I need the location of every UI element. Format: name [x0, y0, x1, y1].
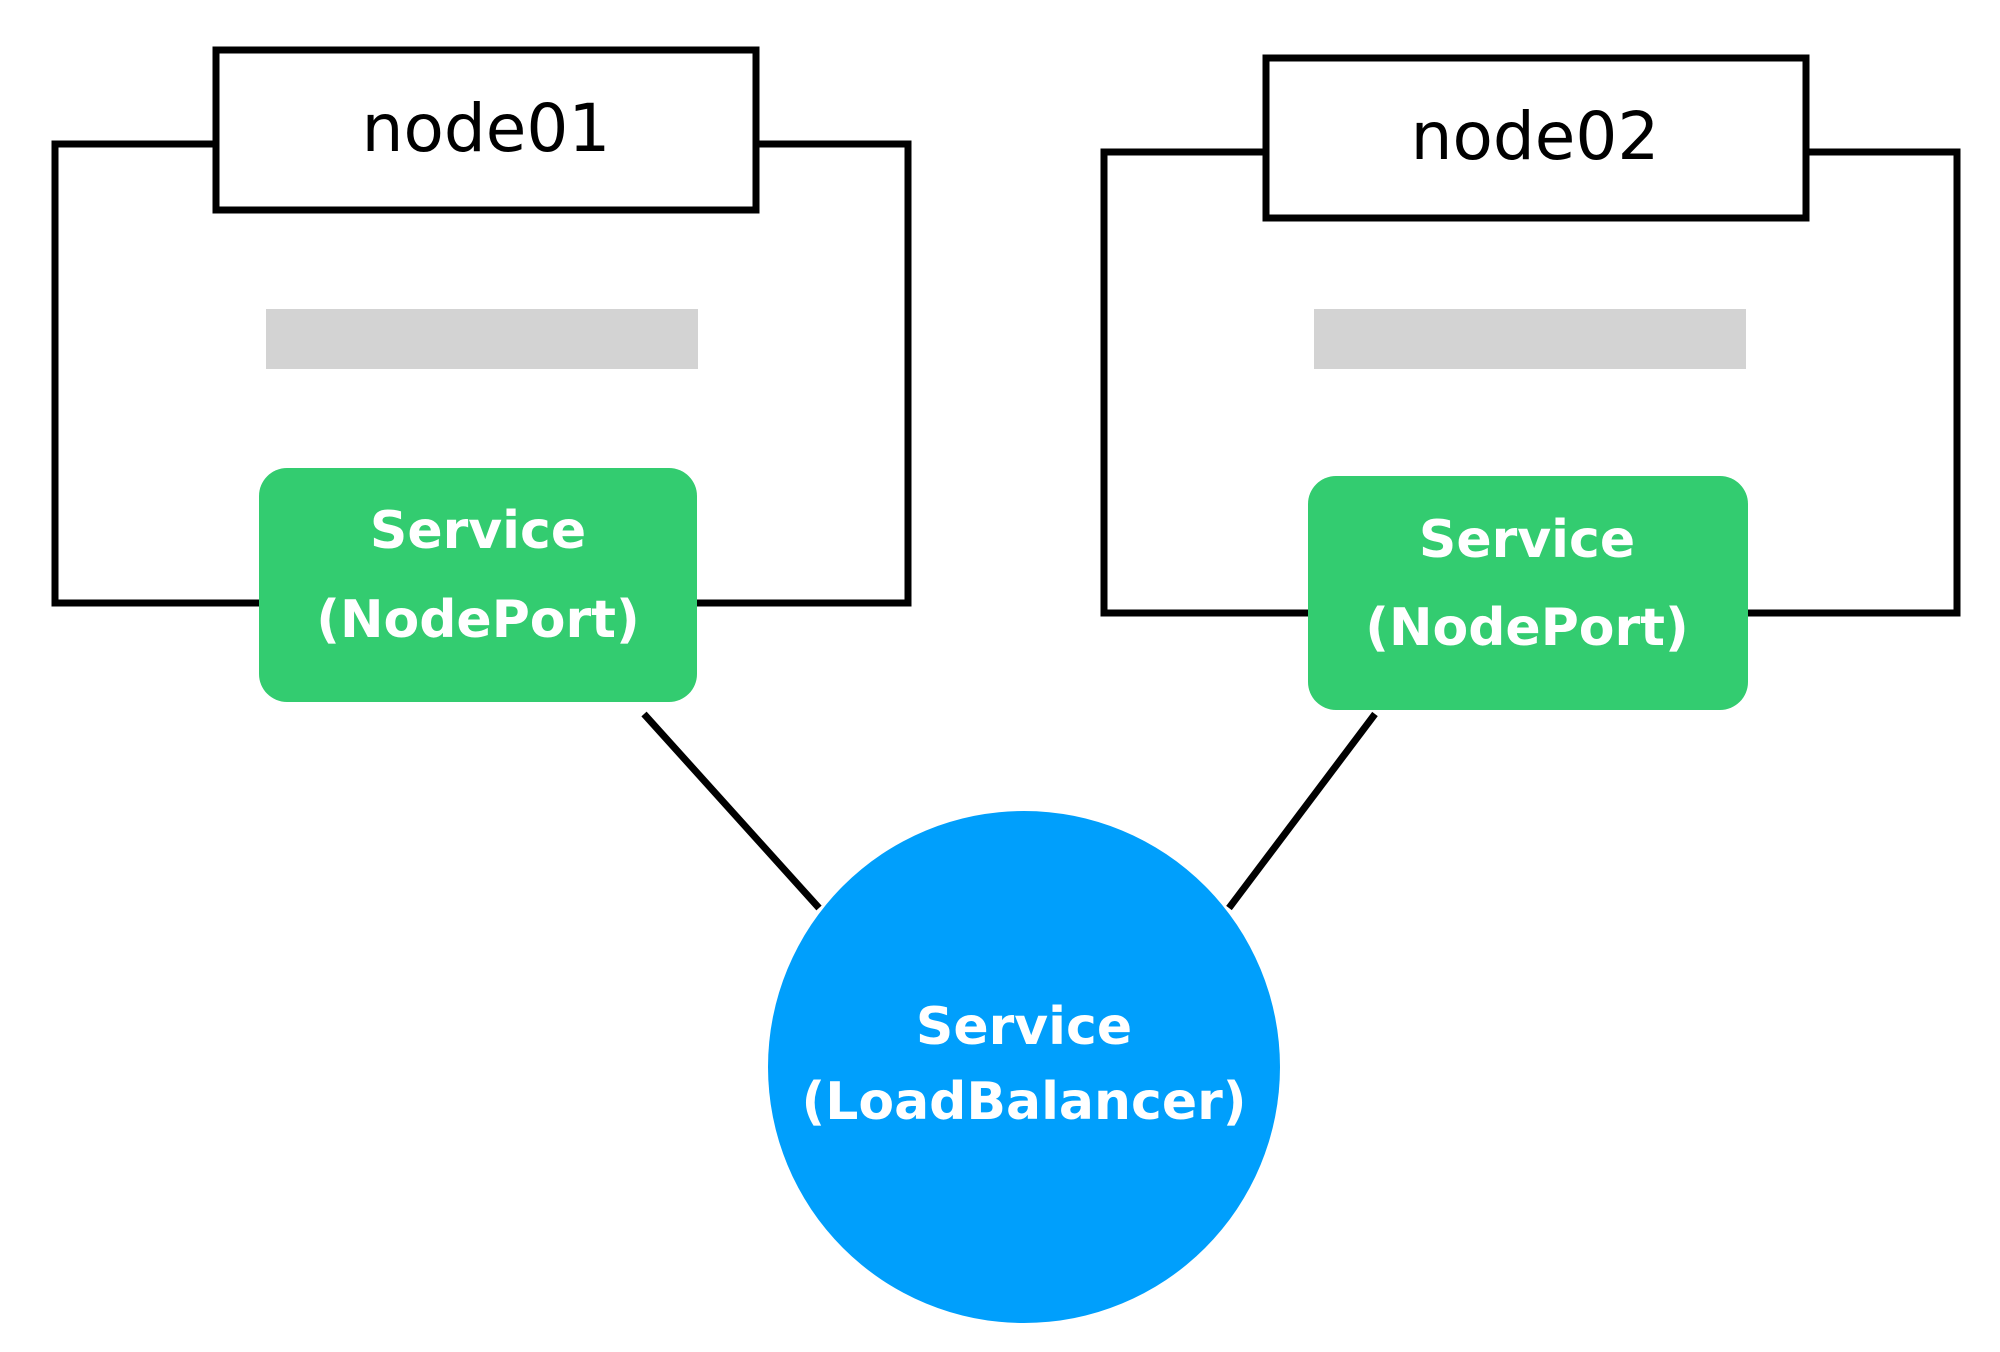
connector-node02-to-loadbalancer [1226, 711, 1378, 911]
node01-group: node01 Service (NodePort) [51, 46, 912, 702]
node02-service-nodeport[interactable] [1308, 476, 1748, 710]
node01-title-box [212, 46, 760, 214]
loadbalancer-group: Service (LoadBalancer) [768, 811, 1280, 1323]
node02-title: node02 [1411, 98, 1660, 175]
node01-title: node01 [362, 90, 611, 167]
node01-service-nodeport[interactable] [259, 468, 697, 702]
node01-placeholder-bar [266, 309, 698, 369]
node02-title-box [1262, 54, 1810, 222]
loadbalancer-label-line1: Service [916, 997, 1132, 1057]
node02-placeholder-bar [1314, 309, 1746, 369]
node02-service-label-line2: (NodePort) [1365, 598, 1689, 658]
node02-service-label-line1: Service [1419, 510, 1635, 570]
node01-service-label-line2: (NodePort) [316, 590, 640, 650]
connector-node01-to-loadbalancer [641, 711, 822, 911]
node02-group: node02 Service (NodePort) [1100, 54, 1961, 710]
node01-service-label-line1: Service [370, 501, 586, 561]
loadbalancer-label-line2: (LoadBalancer) [801, 1072, 1246, 1132]
service-loadbalancer[interactable] [768, 811, 1280, 1323]
